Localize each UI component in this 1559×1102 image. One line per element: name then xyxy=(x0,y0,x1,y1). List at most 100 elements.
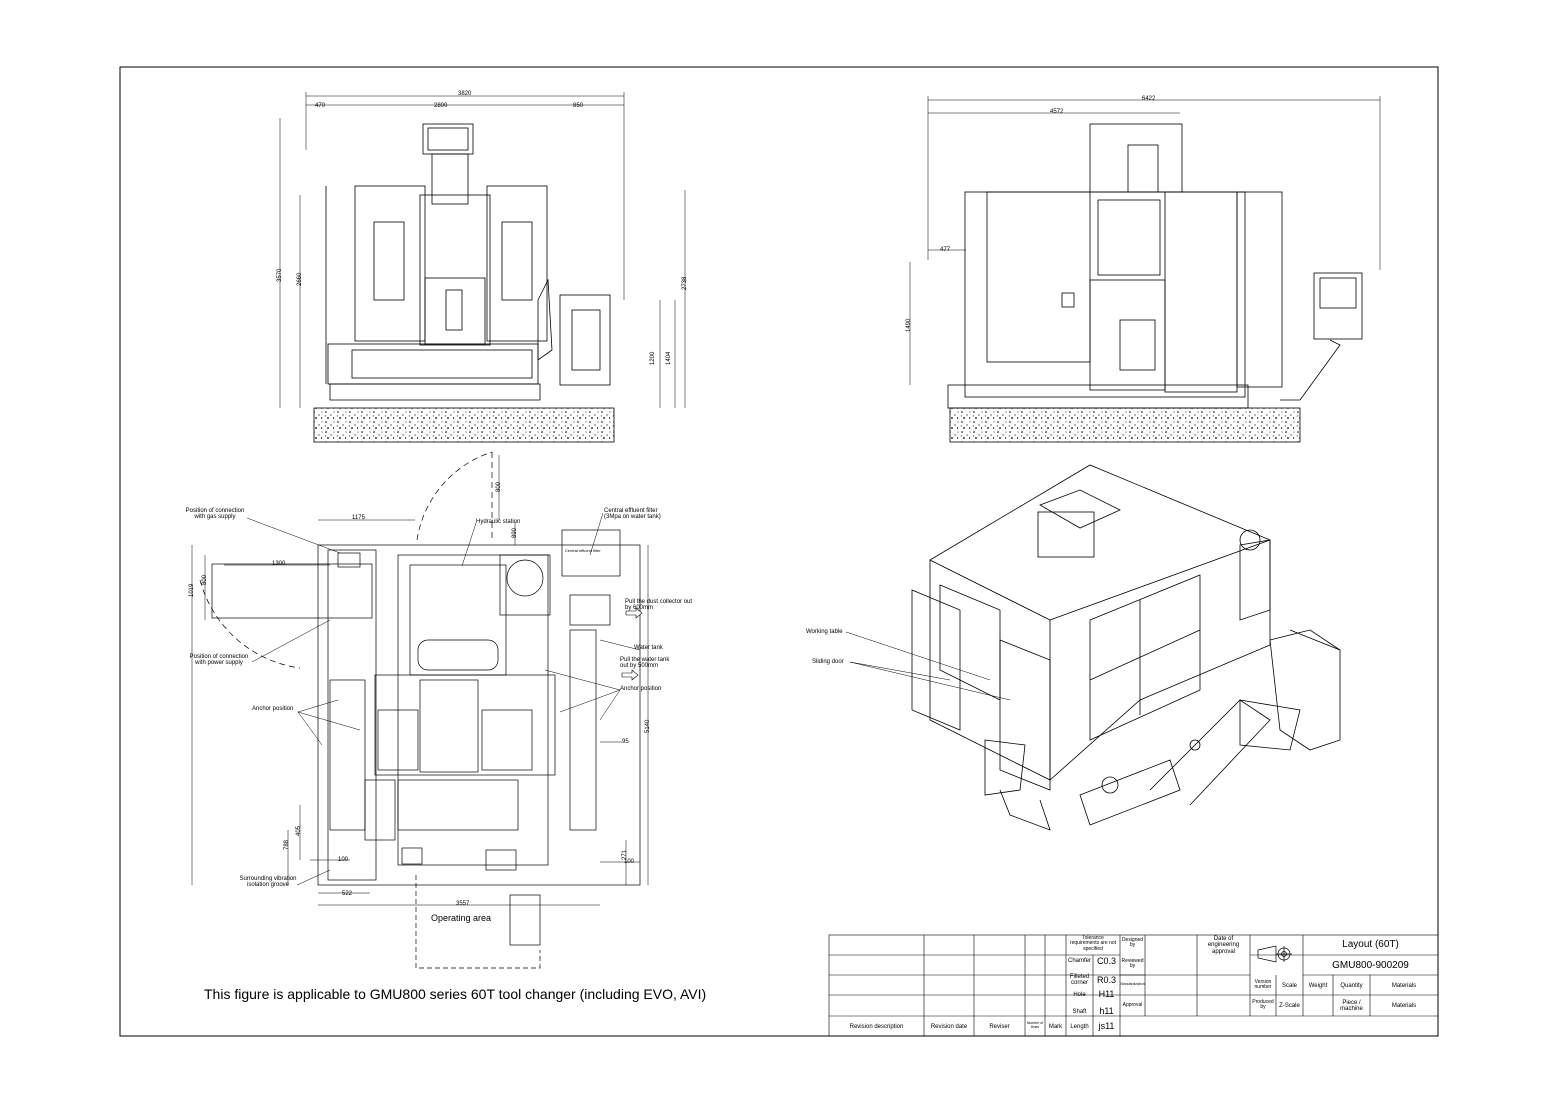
tb-hole-value: H11 xyxy=(1098,989,1115,999)
tb-shaft-value: h11 xyxy=(1099,1006,1114,1016)
dim-front-left-offset: 470 xyxy=(315,103,326,109)
front-spindle-area xyxy=(419,194,491,346)
plan-leaders xyxy=(246,512,641,886)
tb-produced-by: Produced by xyxy=(1252,999,1274,1011)
tb-reviewed-by: Reviewed by xyxy=(1121,958,1144,970)
dim-plan-271: 271 xyxy=(622,849,628,860)
dim-plan-100-left: 100 xyxy=(338,857,349,863)
projection-symbol-icon xyxy=(1257,945,1292,963)
isometric-view xyxy=(911,464,1341,831)
iso-cabinet-outline xyxy=(929,464,1271,781)
tb-revision-description: Revision description xyxy=(849,1024,904,1030)
front-dimensions xyxy=(279,92,686,408)
dim-front-height-2660: 2660 xyxy=(297,272,303,286)
dim-plan-405: 405 xyxy=(296,825,302,836)
dim-plan-1175: 1175 xyxy=(352,515,365,521)
dim-plan-788: 788 xyxy=(284,839,290,850)
tb-standardization: Standardization xyxy=(1120,982,1145,986)
front-view xyxy=(313,123,615,443)
tb-hole: Hole xyxy=(1073,992,1086,998)
tb-revision-date: Revision date xyxy=(930,1024,968,1030)
label-anchor-right: Anchor position xyxy=(620,686,662,692)
front-enclosure-right xyxy=(486,185,548,342)
side-body xyxy=(964,191,1246,398)
plan-view xyxy=(199,451,641,969)
dim-plan-1019: 1019 xyxy=(189,583,195,597)
dim-plan-3557: 3557 xyxy=(456,901,470,907)
label-isolation-groove: Surrounding vibration isolation groove xyxy=(239,876,297,888)
side-floor-slab xyxy=(949,407,1301,443)
label-power-supply: Position of connection with power supply xyxy=(189,654,249,666)
tb-filleted-value: R0.3 xyxy=(1096,975,1116,985)
dim-side-1490: 1490 xyxy=(906,318,912,332)
title-block-grid xyxy=(828,934,1439,1037)
label-hydraulic-station: Hydraulic station xyxy=(476,519,521,525)
dim-plan-890: 890 xyxy=(512,527,518,538)
tb-number-of-times: Number of times xyxy=(1026,1021,1044,1029)
dim-front-right-offset: 850 xyxy=(573,103,584,109)
dim-front-height-1404: 1404 xyxy=(666,351,672,365)
tb-shaft: Shaft xyxy=(1072,1009,1087,1015)
dim-front-main: 2800 xyxy=(434,103,448,109)
plan-arrows xyxy=(621,607,643,681)
tb-scale: Scale xyxy=(1281,983,1297,989)
dim-plan-100-right: 100 xyxy=(624,859,635,865)
iso-leaders xyxy=(845,631,1011,701)
sheet-border xyxy=(119,66,1439,1037)
front-monitor xyxy=(422,123,474,155)
dim-plan-800-left: 800 xyxy=(202,574,208,585)
dim-plan-522: 522 xyxy=(342,891,353,897)
dim-plan-5140: 5140 xyxy=(645,719,651,733)
label-operating-area: Operating area xyxy=(431,913,492,923)
tb-version-number: Version number xyxy=(1254,979,1272,991)
tb-filleted: Filleted corner xyxy=(1069,974,1090,987)
side-head xyxy=(1089,123,1183,193)
tb-drawing-number: GMU800-900209 xyxy=(1332,960,1409,971)
label-central-filter-box: Central effluent filter xyxy=(565,548,601,553)
tb-chamfer: Chamfer xyxy=(1067,958,1091,964)
label-sliding-door: Sliding door xyxy=(812,659,844,665)
tb-length: Length xyxy=(1070,1024,1089,1030)
label-dust-collector: Pull the dust collector out by 600mm xyxy=(625,599,693,611)
tb-approval: Approval xyxy=(1122,1002,1143,1008)
label-water-tank: Water tank xyxy=(634,645,663,651)
front-chip-conveyor xyxy=(559,294,611,386)
tb-tolerance: Tolerance requirements are not specified xyxy=(1069,935,1117,952)
figure-caption: This figure is applicable to GMU800 seri… xyxy=(204,986,707,1002)
tb-materials-2: Materials xyxy=(1391,1003,1417,1009)
dim-plan-800-top: 800 xyxy=(496,481,502,492)
label-anchor-left: Anchor position xyxy=(252,706,294,712)
tb-designed-by: Designed by xyxy=(1121,937,1144,949)
side-view xyxy=(947,123,1363,443)
dim-side-4572: 4572 xyxy=(1050,109,1064,115)
dim-side-477: 477 xyxy=(940,247,951,253)
dim-side-overall: 6422 xyxy=(1142,96,1156,102)
side-control-panel xyxy=(1313,272,1363,340)
label-working-table: Working table xyxy=(806,629,843,635)
front-enclosure-left xyxy=(354,185,426,342)
label-gas-supply: Position of connection with gas supply xyxy=(185,508,245,520)
tb-length-value: js11 xyxy=(1098,1021,1115,1031)
tb-mark: Mark xyxy=(1048,1024,1063,1030)
dim-front-overall: 3820 xyxy=(458,91,472,97)
tb-piece-machine: Piece / machine xyxy=(1340,1000,1363,1013)
dim-front-height-2738: 2738 xyxy=(682,276,688,290)
plan-dimensions xyxy=(191,455,649,906)
tb-date-approval: Date of engineering approval xyxy=(1207,936,1240,955)
dim-plan-95: 95 xyxy=(622,739,629,745)
tb-title: Layout (60T) xyxy=(1342,939,1399,950)
tb-chamfer-value: C0.3 xyxy=(1096,956,1116,966)
label-central-filter: Central effluent filter (3Mpa on water t… xyxy=(604,508,661,520)
dim-front-height-3570: 3570 xyxy=(277,268,283,282)
tb-materials-1: Materials xyxy=(1391,983,1417,989)
dim-front-height-1200: 1200 xyxy=(650,351,656,365)
tb-reviser: Reviser xyxy=(989,1024,1010,1030)
front-column xyxy=(431,153,469,205)
plan-outline xyxy=(317,544,641,886)
dim-plan-1300: 1300 xyxy=(272,561,286,567)
front-floor-slab xyxy=(313,407,615,443)
label-pull-water-tank: Pull the water tank out by 500mm xyxy=(620,657,670,669)
door-swing-arc xyxy=(416,451,493,541)
tb-z-scale: Z-Scale xyxy=(1279,1003,1300,1009)
